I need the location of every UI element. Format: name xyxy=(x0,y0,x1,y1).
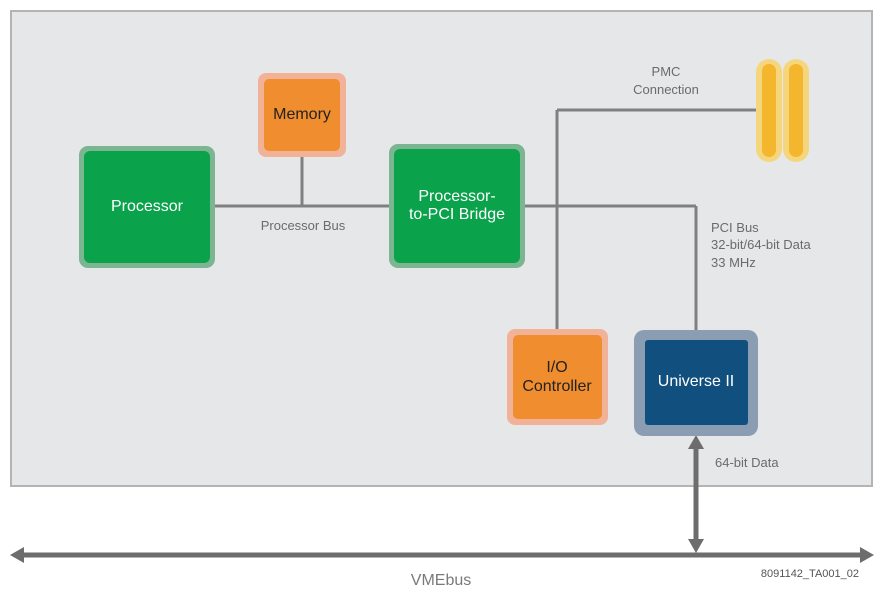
vmebus-arrow-right-head xyxy=(860,547,874,563)
io-controller-label-line1: I/O xyxy=(546,359,567,376)
universe-ii-block: Universe II xyxy=(634,330,758,436)
memory-block: Memory xyxy=(258,73,346,157)
data-64-bit-label: 64-bit Data xyxy=(715,455,779,470)
io-controller-label-line2: Controller xyxy=(522,378,592,395)
pmc-connector xyxy=(756,59,809,162)
universe-ii-label: Universe II xyxy=(658,373,734,390)
pmc-connection-label-line2: Connection xyxy=(633,82,699,97)
pci-bridge-label-line2: to-PCI Bridge xyxy=(409,206,505,223)
memory-label: Memory xyxy=(273,106,331,123)
io-controller-block: I/O Controller xyxy=(507,329,608,425)
figure-id-label: 8091142_TA001_02 xyxy=(761,568,859,580)
processor-bus-label: Processor Bus xyxy=(261,218,346,233)
processor-block: Processor xyxy=(79,146,215,268)
data-64-arrow xyxy=(688,435,704,553)
pci-bus-label-line2: 32-bit/64-bit Data xyxy=(711,237,811,252)
vmebus-arrow xyxy=(10,547,874,563)
processor-label: Processor xyxy=(111,198,184,215)
data-arrow-down-head xyxy=(688,539,704,553)
pci-bus-label-line3: 33 MHz xyxy=(711,255,756,270)
pci-bus-label-line1: PCI Bus xyxy=(711,220,759,235)
vmebus-label: VMEbus xyxy=(411,572,471,589)
data-arrow-up-head xyxy=(688,435,704,449)
pci-bridge-block: Processor- to-PCI Bridge xyxy=(389,144,525,268)
pmc-connection-label-line1: PMC xyxy=(652,64,681,79)
connection-lines xyxy=(214,108,764,338)
pci-bridge-label-line1: Processor- xyxy=(418,188,495,205)
vmebus-arrow-left-head xyxy=(10,547,24,563)
